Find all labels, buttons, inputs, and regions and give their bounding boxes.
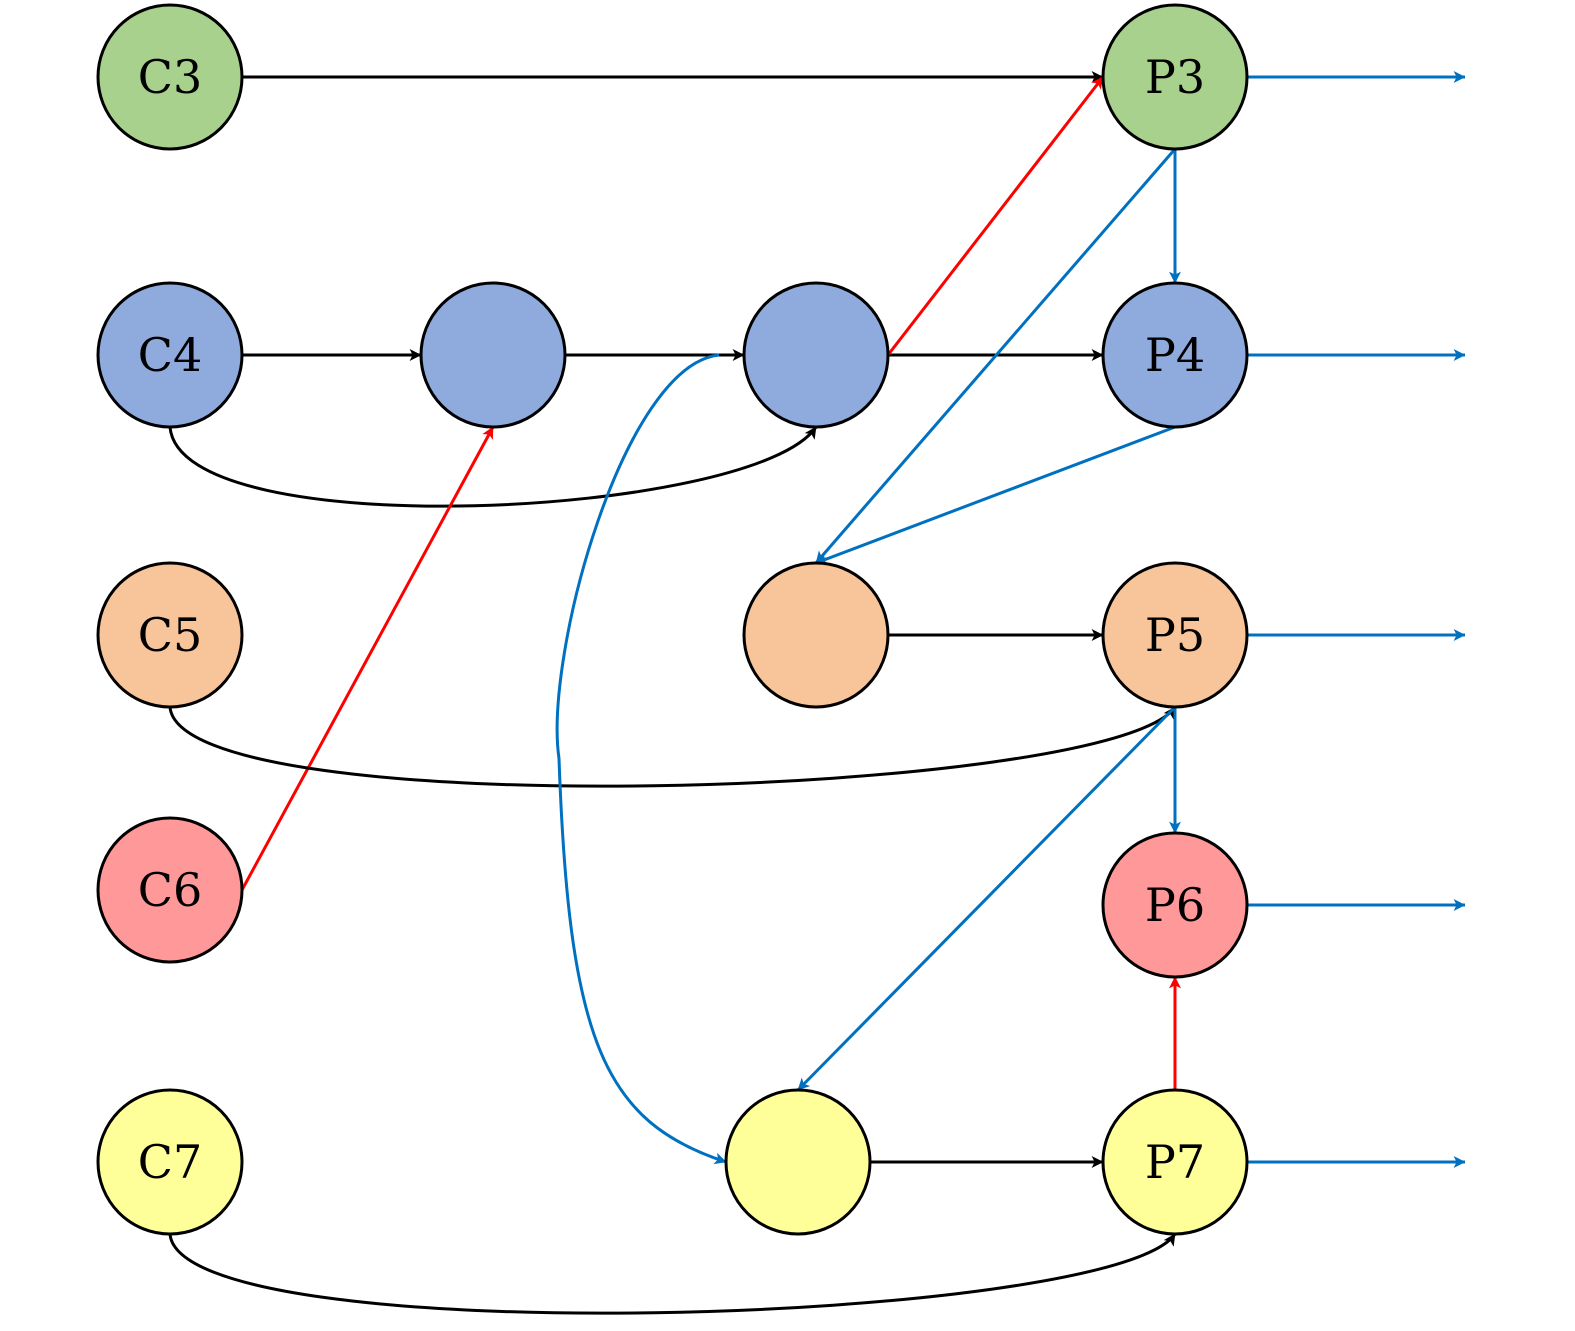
node-p5: P5 [1101, 561, 1249, 709]
node-label: P4 [1145, 328, 1205, 382]
edges-layer [168, 71, 1466, 1315]
edge-C5-to-P5 [168, 706, 1177, 788]
node-circle [96, 281, 244, 429]
node-label: C7 [138, 1135, 202, 1189]
node-c6: C6 [96, 816, 244, 964]
edge-B2-to-P3 [886, 76, 1105, 356]
node-label: C3 [138, 50, 202, 104]
node-label: C4 [138, 328, 202, 382]
node-label: C5 [138, 608, 202, 662]
node-c3: C3 [96, 3, 244, 151]
node-label: P3 [1145, 50, 1205, 104]
node-circle [96, 816, 244, 964]
edge-C6-to-B1 [240, 426, 495, 891]
edge-P4-to-O1 [815, 425, 1176, 565]
edge-C7-to-P7 [168, 1233, 1177, 1315]
edge-P3-to-O1 [814, 148, 1177, 564]
node-circle [96, 1088, 244, 1236]
node-circle [1101, 281, 1249, 429]
node-unlabeled-b1 [419, 281, 567, 429]
node-circle [419, 281, 567, 429]
node-label: P7 [1145, 1135, 1205, 1189]
node-circle [1101, 831, 1249, 979]
node-circle [96, 561, 244, 709]
node-label: C6 [138, 863, 202, 917]
edge-P5-to-Y1 [796, 705, 1177, 1092]
node-circle [1101, 3, 1249, 151]
node-circle [724, 1088, 872, 1236]
node-circle [1101, 1088, 1249, 1236]
node-circle [1101, 561, 1249, 709]
node-p7: P7 [1101, 1088, 1249, 1236]
node-unlabeled-b2 [742, 281, 890, 429]
node-circle [742, 281, 890, 429]
node-c4: C4 [96, 281, 244, 429]
node-p3: P3 [1101, 3, 1249, 151]
node-circle [96, 3, 244, 151]
node-p6: P6 [1101, 831, 1249, 979]
edge-C4-to-B2 [168, 426, 818, 508]
node-unlabeled-y1 [724, 1088, 872, 1236]
node-unlabeled-o1 [742, 561, 890, 709]
edge-B2-to-Y1 [555, 353, 727, 1165]
node-label: P5 [1145, 608, 1205, 662]
node-circle [742, 561, 890, 709]
node-p4: P4 [1101, 281, 1249, 429]
node-c7: C7 [96, 1088, 244, 1236]
node-c5: C5 [96, 561, 244, 709]
node-label: P6 [1145, 878, 1205, 932]
